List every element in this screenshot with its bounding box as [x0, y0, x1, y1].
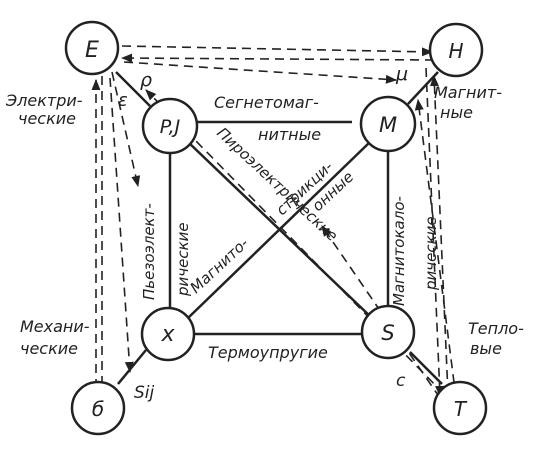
- node-t: T: [432, 380, 488, 436]
- node-e: E: [64, 20, 120, 76]
- arrow-e-to-h: [121, 45, 434, 57]
- node-e-label: E: [85, 38, 99, 63]
- symbol-c: c: [396, 371, 406, 391]
- node-h: H: [428, 22, 484, 78]
- dashed-arrows: [91, 45, 457, 399]
- node-m: M: [359, 95, 417, 153]
- arrow-t-to-h: [429, 74, 449, 395]
- symbol-sij: Sij: [134, 383, 155, 403]
- symbol-mu: μ: [395, 63, 408, 85]
- label-segnetomag-2: нитные: [258, 125, 321, 144]
- label-magnetocal-2: рические: [422, 216, 440, 291]
- label-piezo-1: Пьезоэлект-: [140, 203, 158, 300]
- label-thermoelastic: Термоупругие: [208, 343, 328, 362]
- label-electric-1: Электри-: [5, 91, 83, 110]
- arrow-e-to-mu: [123, 61, 398, 84]
- node-t-label: T: [454, 397, 468, 421]
- symbol-epsilon: ε: [118, 90, 128, 111]
- node-x: x: [140, 306, 196, 362]
- edge-e-pj: [115, 71, 151, 107]
- edge-m-x: [187, 141, 371, 319]
- label-magnetic-1: Магнит-: [434, 83, 502, 102]
- solid-edges: [115, 71, 443, 385]
- node-s-label: S: [381, 321, 394, 345]
- arrow-h-to-e: [120, 53, 435, 63]
- arrow-e-to-piezo: [111, 71, 141, 188]
- label-thermal-1: Тепло-: [468, 319, 524, 338]
- node-sigma: б: [70, 380, 126, 436]
- edge-s-t: [409, 351, 443, 385]
- arrow-t-to-e: [145, 89, 445, 395]
- label-electric-2: ческие: [18, 109, 76, 128]
- node-m-label: M: [379, 113, 397, 137]
- arrow-t-to-m: [414, 98, 457, 399]
- node-x-label: x: [160, 322, 175, 347]
- arrow-e-to-sij: [109, 77, 134, 374]
- arrow-h-to-t: [425, 67, 445, 398]
- node-s: S: [360, 304, 416, 360]
- symbol-rho: ρ: [140, 69, 152, 91]
- label-thermal-2: вые: [470, 339, 502, 358]
- label-magnetic-2: ные: [440, 103, 473, 122]
- label-magnetocal-1: Магнитокало-: [390, 196, 408, 306]
- edge-x-sigma: [117, 349, 147, 385]
- node-pj-label: P,J: [160, 116, 181, 138]
- node-pj: P,J: [141, 97, 199, 155]
- node-h-label: H: [448, 39, 463, 63]
- node-sigma-label: б: [92, 397, 104, 421]
- label-piezo-2: рические: [174, 222, 192, 297]
- label-mechanical-1: Механи-: [20, 317, 90, 336]
- label-mechanical-2: ческие: [20, 339, 78, 358]
- label-segnetomag-1: Сегнетомаг-: [214, 93, 319, 112]
